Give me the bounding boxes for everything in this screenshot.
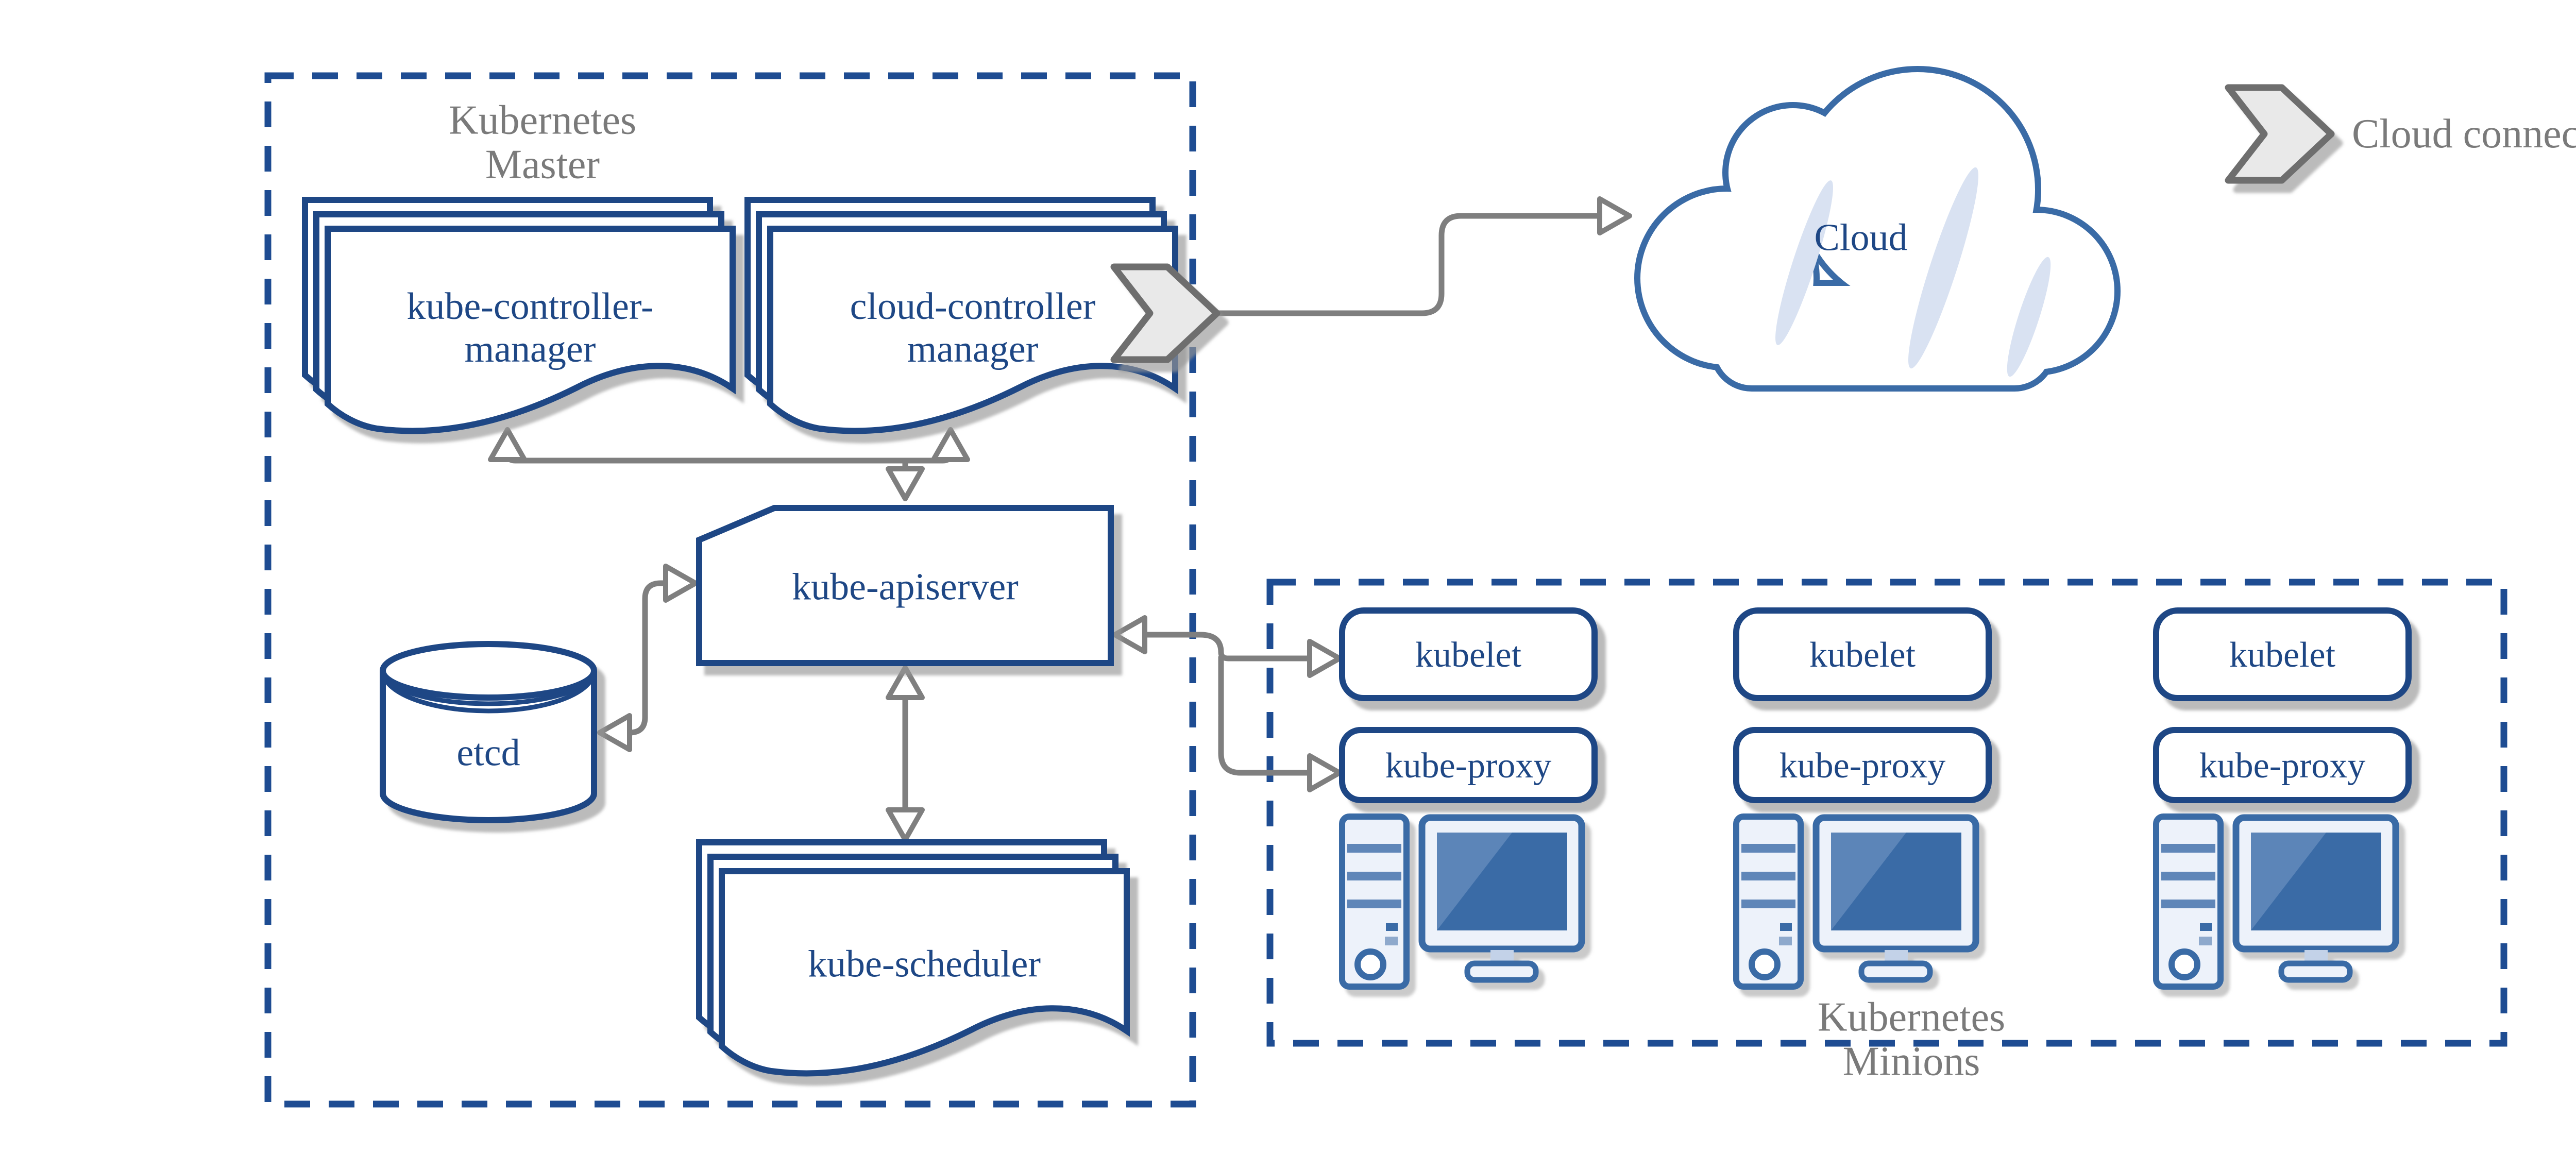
worker-computer-icon — [1342, 817, 1582, 987]
arrow-apiserver-nodes — [1115, 618, 1340, 790]
legend-cloud-connector-icon — [2228, 88, 2331, 180]
kube-controller-manager-label-line1: kube-controller- — [406, 285, 654, 328]
cloud-controller-manager-label-line2: manager — [907, 328, 1039, 370]
arrowhead-icon — [600, 716, 630, 750]
master-region-label-line2: Master — [485, 142, 600, 188]
kubelet-label: kubelet — [1809, 635, 1916, 675]
kube-proxy-label: kube-proxy — [1385, 745, 1552, 786]
minions-region-label-line2: Minions — [1842, 1039, 1980, 1084]
worker-computer-icon — [1736, 817, 1976, 987]
arrow-apiserver-scheduler — [888, 668, 922, 840]
master-region-label: Kubernetes Master — [448, 97, 637, 188]
cloud-label: Cloud — [1814, 216, 1908, 259]
kube-scheduler-label: kube-scheduler — [807, 943, 1041, 986]
kube-controller-manager-label: kube-controller- manager — [406, 285, 653, 371]
master-region-label-line1: Kubernetes — [448, 97, 637, 143]
arrowhead-icon — [934, 430, 968, 460]
arrowhead-icon — [490, 430, 524, 460]
kube-proxy-node — [2153, 727, 2412, 803]
etcd-label: etcd — [456, 732, 520, 774]
cloud-controller-manager-label-line1: cloud-controller — [850, 285, 1096, 328]
kubelet-label: kubelet — [2229, 635, 2336, 675]
kubernetes-master-boundary — [264, 72, 1196, 1108]
kubernetes-minions-boundary — [1266, 579, 2507, 1047]
kube-proxy-node — [1733, 727, 1992, 803]
kubelet-label: kubelet — [1415, 635, 1522, 675]
arrowhead-icon — [888, 810, 922, 840]
arrowhead-icon — [888, 469, 922, 499]
arrowhead-icon — [1310, 641, 1340, 675]
kube-controller-manager-label-line2: manager — [464, 328, 596, 370]
arrowhead-icon — [1600, 199, 1630, 233]
kubelet-node — [1339, 607, 1598, 701]
arrow-etcd-apiserver — [600, 566, 696, 750]
kube-proxy-label: kube-proxy — [1779, 745, 1946, 786]
arrowhead-icon — [666, 566, 696, 600]
arrowhead-icon — [1310, 756, 1340, 790]
minions-region-label: Kubernetes Minions — [1818, 995, 2005, 1084]
legend-label: Cloud connector — [2352, 111, 2576, 157]
cloud-node — [1634, 66, 2121, 392]
arrow-controllers-to-apiserver — [490, 430, 968, 499]
arrow-cloud-controller-to-cloud — [1214, 199, 1630, 316]
kubelet-node — [1733, 607, 1992, 701]
kube-proxy-node — [1339, 727, 1598, 803]
minions-region-label-line1: Kubernetes — [1817, 994, 2006, 1040]
minion-node-shapes — [1339, 607, 2412, 987]
kubelet-node — [2153, 607, 2412, 701]
cloud-shine-icon — [1775, 167, 2051, 377]
arrowhead-icon — [888, 668, 922, 698]
etcd-node — [380, 641, 597, 823]
arrowhead-icon — [1115, 618, 1145, 652]
cloud-controller-manager-label: cloud-controller manager — [850, 285, 1096, 371]
worker-computer-icon — [2156, 817, 2396, 987]
kube-apiserver-label: kube-apiserver — [792, 566, 1019, 608]
kube-apiserver-node — [696, 505, 1114, 666]
kube-proxy-label: kube-proxy — [2199, 745, 2366, 786]
